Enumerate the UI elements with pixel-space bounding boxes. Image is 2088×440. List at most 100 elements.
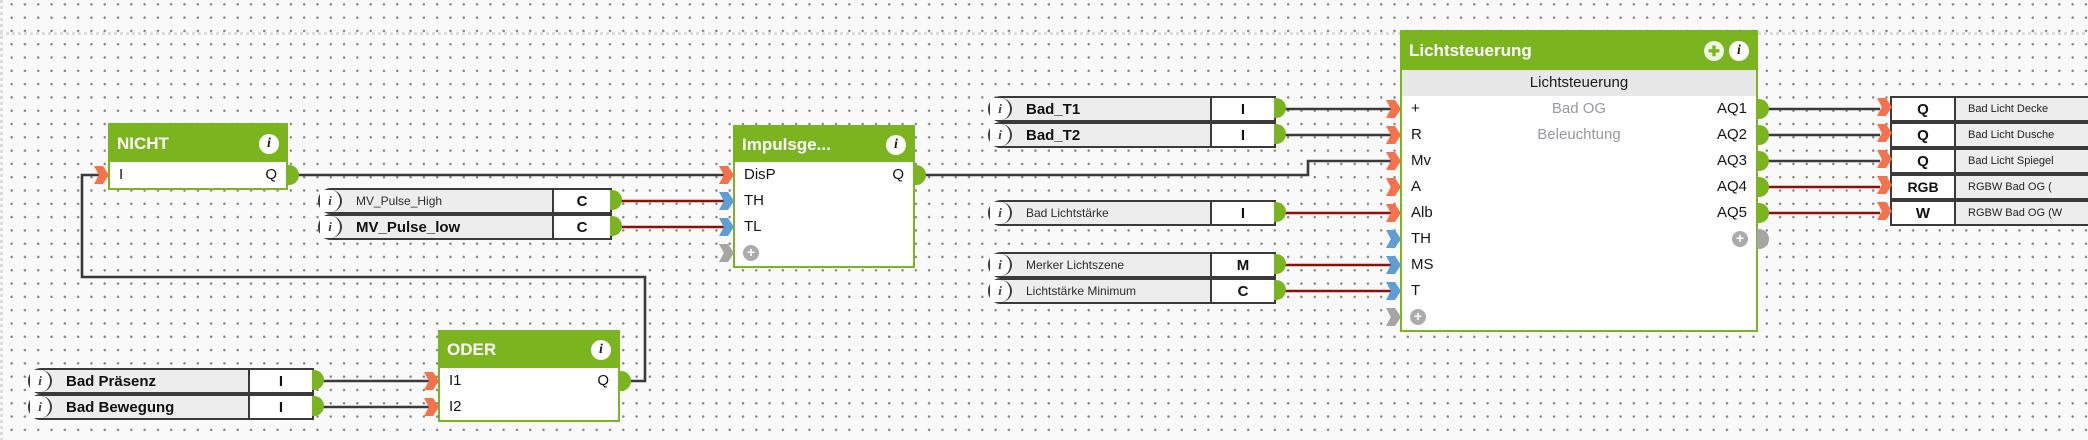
output-pin-AQ3[interactable]: AQ3 <box>1716 152 1747 169</box>
input-pin-arrow[interactable] <box>1386 126 1401 144</box>
connector-output-bump[interactable] <box>1274 98 1286 118</box>
info-icon[interactable]: i <box>30 370 52 392</box>
info-icon[interactable]: i <box>990 254 1012 276</box>
output-pin-bump[interactable] <box>1757 99 1769 119</box>
input-pin-TH[interactable]: TH <box>1411 230 1431 247</box>
info-icon[interactable]: i <box>990 202 1012 224</box>
output-pin-Q[interactable]: Q <box>892 166 904 183</box>
input-pin-arrow[interactable] <box>1386 282 1401 300</box>
connector-output-bump[interactable] <box>312 396 324 416</box>
input-pin-T[interactable]: T <box>1411 282 1421 299</box>
connector-output-bump[interactable] <box>1274 280 1286 300</box>
output-pin-bump[interactable] <box>1757 151 1769 171</box>
add-output-icon[interactable]: + <box>1732 231 1748 247</box>
input-pin-arrow[interactable] <box>1386 204 1401 222</box>
input-pin-MS[interactable]: MS <box>1411 256 1434 273</box>
connector-input-arrow[interactable] <box>1877 124 1892 142</box>
info-icon[interactable]: i <box>320 216 342 238</box>
add-input-icon[interactable]: + <box>1410 309 1426 325</box>
output-pin-AQ1[interactable]: AQ1 <box>1716 100 1747 117</box>
wire-impulsgeber-q-to-mv[interactable] <box>919 159 1394 177</box>
input-pin-arrow[interactable] <box>1386 178 1401 196</box>
input-pin-I2[interactable]: I2 <box>449 398 462 415</box>
output-pin-Q[interactable]: Q <box>597 372 609 389</box>
connector-label: Merker Lichtszene <box>1026 258 1125 272</box>
info-icon[interactable]: i <box>1729 41 1749 61</box>
input-pin-TL[interactable]: TL <box>744 218 762 235</box>
input-pin-I[interactable]: I <box>119 166 124 183</box>
connector-input-arrow[interactable] <box>1877 98 1892 116</box>
connector-input-arrow[interactable] <box>1877 176 1892 194</box>
input-pin-Alb[interactable]: Alb <box>1411 204 1433 221</box>
input-pin-DisP[interactable]: DisP <box>744 166 776 183</box>
input-pin-arrow[interactable] <box>1386 256 1401 274</box>
connector-output-bump[interactable] <box>312 370 324 390</box>
output-pin-AQ4[interactable]: AQ4 <box>1716 178 1747 195</box>
output-pin-AQ2[interactable]: AQ2 <box>1716 126 1747 143</box>
connector-output-bump[interactable] <box>610 190 622 210</box>
input-pin-A[interactable]: A <box>1411 178 1422 195</box>
info-icon[interactable]: i <box>886 134 906 155</box>
info-icon[interactable]: i <box>990 98 1012 120</box>
input-pin-arrow[interactable] <box>1386 230 1401 248</box>
input-pin-arrow[interactable] <box>1386 100 1401 118</box>
connector-output-bump[interactable] <box>1274 254 1286 274</box>
connector-output-bump[interactable] <box>610 216 622 236</box>
info-icon[interactable]: i <box>259 133 279 154</box>
wire-oder-q-to-nicht-i[interactable] <box>80 173 647 383</box>
info-icon[interactable]: i <box>30 396 52 418</box>
input-pin-arrow[interactable] <box>719 192 734 210</box>
add-input-icon[interactable]: + <box>743 245 759 261</box>
output-pin-bump[interactable] <box>1757 125 1769 145</box>
connector-input-arrow[interactable] <box>1877 202 1892 220</box>
output-pin-bump[interactable] <box>619 371 631 391</box>
output-pin-bump[interactable] <box>1757 203 1769 223</box>
info-icon[interactable]: i <box>591 340 611 360</box>
move-icon[interactable]: ✚ <box>1704 41 1724 61</box>
info-icon[interactable]: i <box>990 124 1012 146</box>
input-pin-arrow[interactable] <box>1386 152 1401 170</box>
connector-output-bump[interactable] <box>1274 202 1286 222</box>
connector-input-arrow[interactable] <box>1877 150 1892 168</box>
info-icon[interactable]: i <box>320 190 342 212</box>
input-pin-arrow[interactable] <box>94 166 109 184</box>
input-pin-arrow[interactable] <box>1386 308 1401 326</box>
output-pin-bump[interactable] <box>1757 229 1769 249</box>
input-pin-Mv[interactable]: Mv <box>1411 152 1431 169</box>
info-icon[interactable]: i <box>990 280 1012 302</box>
input-pin-+[interactable]: + <box>1411 100 1420 117</box>
input-pin-arrow[interactable] <box>719 166 734 184</box>
input-pin-R[interactable]: R <box>1411 126 1422 143</box>
input-pin-arrow[interactable] <box>719 244 734 262</box>
output-pin-bump[interactable] <box>1757 177 1769 197</box>
connector-output-bump[interactable] <box>1274 124 1286 144</box>
input-pin-arrow[interactable] <box>424 398 439 416</box>
input-pin-TH[interactable]: TH <box>744 192 764 209</box>
output-pin-bump[interactable] <box>287 165 299 185</box>
input-pin-arrow[interactable] <box>424 372 439 390</box>
output-pin-bump[interactable] <box>914 165 926 185</box>
output-pin-Q[interactable]: Q <box>265 166 277 183</box>
input-pin-I1[interactable]: I1 <box>449 372 462 389</box>
output-pin-AQ5[interactable]: AQ5 <box>1716 204 1747 221</box>
input-pin-arrow[interactable] <box>719 218 734 236</box>
